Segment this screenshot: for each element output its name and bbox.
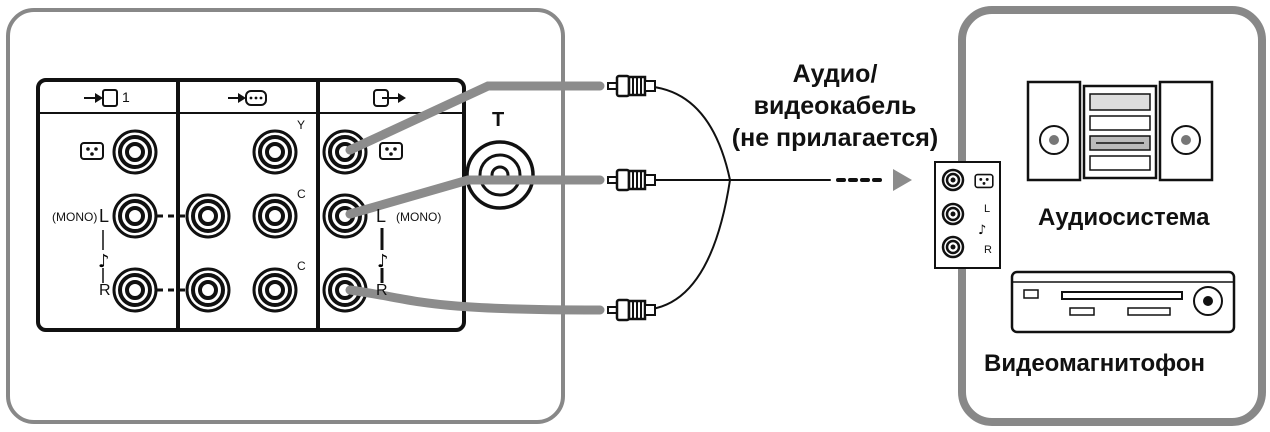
component-cb-label: C [297,187,306,201]
component-cr-label: C [297,259,306,273]
audio-r-label: R [99,282,111,299]
external-audio-r-jack[interactable] [941,235,965,259]
external-video-icon [974,173,994,189]
video-out-jack[interactable] [322,129,368,175]
audio-l-label: L [99,206,110,226]
audio-note-icon: ♪ [98,251,110,272]
av-cable [345,81,882,315]
audio-note-icon-ext: ♪ [978,223,986,238]
rca-plug-icon [606,74,657,98]
audio-l-jack-in1[interactable] [112,193,158,239]
external-r-label: R [984,244,992,256]
output-icon [373,89,406,107]
cable-label-line3: (не прилагается) [731,124,939,152]
video-out-icon [379,142,403,160]
cable-label: Аудио/ видеокабель (не прилагается) [700,58,970,154]
antenna-label: T [492,109,505,131]
vcr-label: Видеомагнитофон [984,350,1205,377]
component-y-label: Y [297,118,306,132]
component-l-jack[interactable] [185,193,231,239]
component-r-jack[interactable] [185,267,231,313]
rca-plug-icon-2 [606,168,657,192]
audio-system-label: Аудиосистема [1038,204,1210,231]
component-y-jack[interactable] [252,129,298,175]
external-video-jack[interactable] [941,168,965,192]
component-cr-jack[interactable] [252,267,298,313]
video-jack-icon [80,142,104,160]
audio-system-icon [1026,80,1214,182]
video-jack-in1[interactable] [112,129,158,175]
cable-label-line1: Аудио/ [792,60,878,88]
audio-l-out-label: L [376,206,387,226]
component-input-icon [228,90,267,106]
mono-label-left: (MONO) [52,210,98,224]
component-cb-jack[interactable] [252,193,298,239]
external-l-label: L [984,203,991,215]
cable-label-line2: видеокабель [753,92,917,120]
audio-r-jack-in1[interactable] [112,267,158,313]
audio-r-out-label: R [376,282,388,299]
audio-l-out-jack[interactable] [322,193,368,239]
arrow-right-icon [893,169,912,191]
input-1-label: 1 [122,89,130,105]
input-1-icon [84,89,118,107]
rca-plug-icon-3 [606,298,657,322]
external-audio-l-jack[interactable] [941,202,965,226]
mono-label-right: (MONO) [396,210,442,224]
vcr-icon [1010,270,1236,334]
antenna-jack-icon [465,140,535,210]
audio-note-icon-out: ♪ [377,251,389,272]
